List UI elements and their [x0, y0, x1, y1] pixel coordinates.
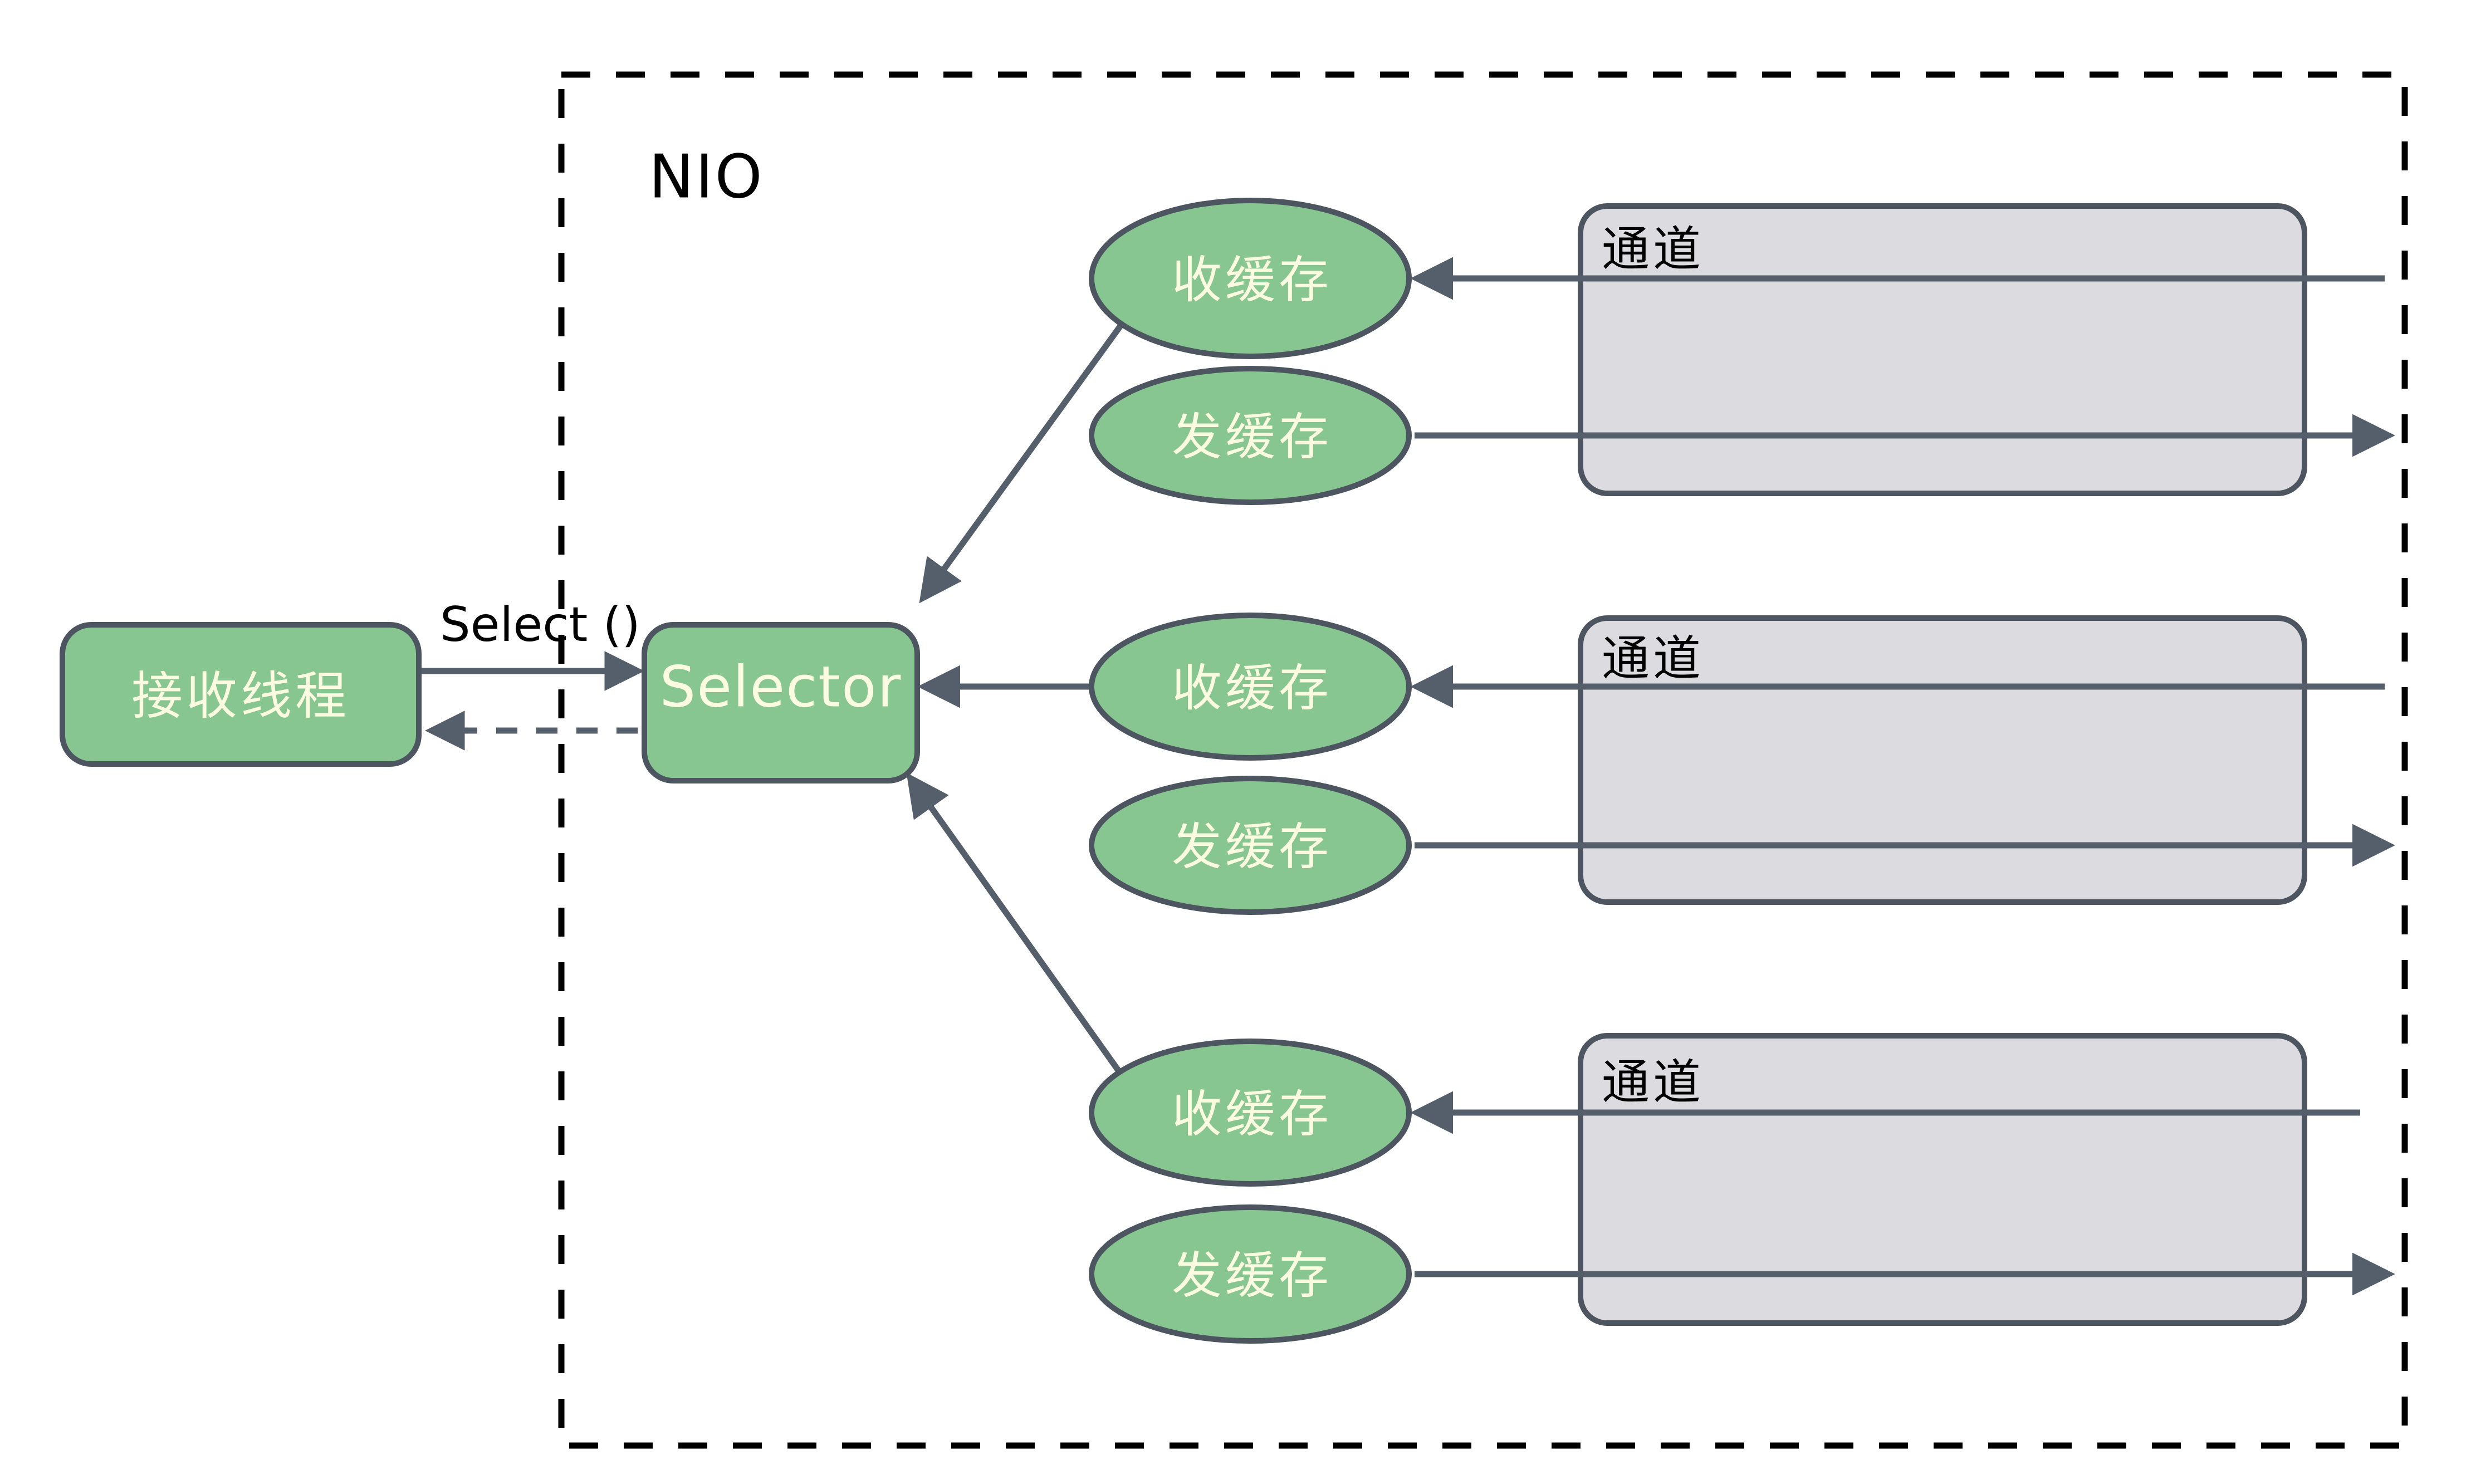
channel-label-1: 通道 [1602, 222, 1704, 277]
node-receive-thread[interactable] [60, 622, 422, 767]
node-send-buffer-2[interactable] [1089, 776, 1412, 915]
edge-recv-buffer-3-to-selector [906, 772, 1122, 1074]
node-recv-buffer-2[interactable] [1089, 613, 1412, 761]
select-call-label: Select () [440, 597, 640, 653]
node-selector-label: Selector [659, 654, 902, 721]
channel-box-3 [1578, 1033, 2307, 1326]
edge-recv-buffer-1-to-selector [919, 315, 1129, 604]
nio-container-frame [558, 71, 2408, 1449]
node-send-buffer-1[interactable] [1089, 366, 1412, 505]
node-send-buffer-3[interactable] [1089, 1204, 1412, 1344]
node-recv-buffer-2-label: 收缓存 [1172, 659, 1332, 718]
node-selector[interactable] [642, 622, 920, 783]
node-recv-buffer-3-label: 收缓存 [1172, 1085, 1332, 1144]
nio-container-title: NIO [649, 143, 764, 212]
node-recv-buffer-1[interactable] [1089, 198, 1412, 359]
node-recv-buffer-3[interactable] [1089, 1039, 1412, 1187]
channel-label-2: 通道 [1602, 631, 1704, 687]
channel-label-3: 通道 [1602, 1055, 1704, 1110]
node-send-buffer-2-label: 发缓存 [1172, 818, 1332, 876]
node-recv-buffer-1-label: 收缓存 [1172, 251, 1332, 310]
node-send-buffer-3-label: 发缓存 [1172, 1247, 1332, 1305]
node-receive-thread-label: 接收线程 [131, 667, 350, 726]
node-send-buffer-1-label: 发缓存 [1172, 408, 1332, 467]
